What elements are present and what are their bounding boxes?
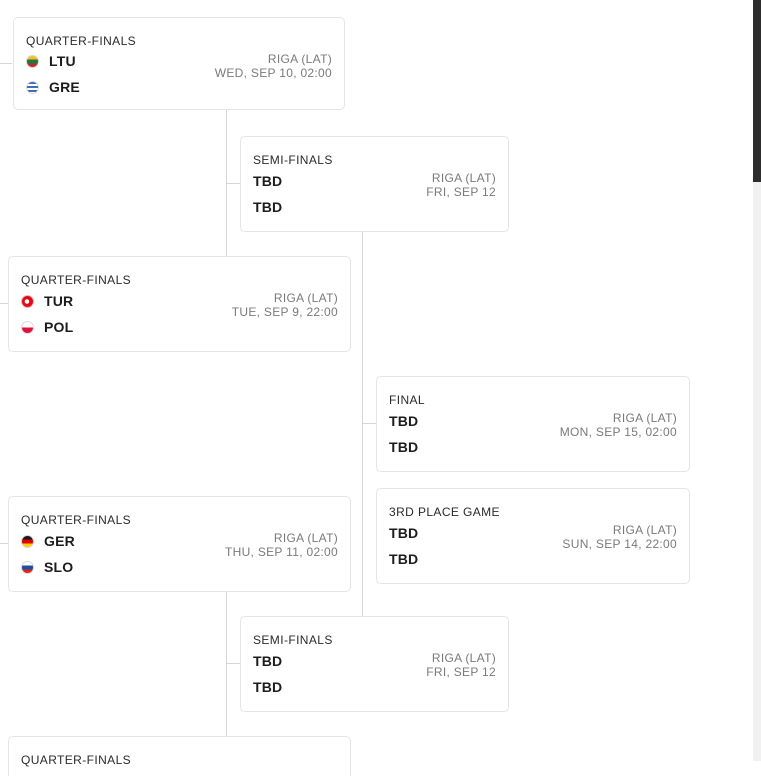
date-text: TUE, SEP 9, 22:00 bbox=[231, 305, 338, 319]
date-text: FRI, SEP 12 bbox=[426, 665, 496, 679]
match-card-quarterfinal-4[interactable]: QUARTER-FINALS bbox=[8, 736, 351, 776]
team-name: TBD bbox=[253, 173, 283, 189]
lithuania-flag-icon bbox=[26, 54, 39, 68]
match-card-third-place[interactable]: 3RD PLACE GAME TBD TBD RIGA (LAT) SUN, S… bbox=[376, 488, 690, 584]
team-row: POL bbox=[21, 318, 73, 336]
team-row: TBD bbox=[389, 412, 418, 430]
round-label: SEMI-FINALS bbox=[253, 153, 333, 167]
team-row: TBD bbox=[389, 550, 418, 568]
connector-line bbox=[0, 303, 8, 304]
team-row: TBD bbox=[253, 172, 282, 190]
slovenia-flag-icon bbox=[21, 560, 34, 574]
connector-line bbox=[226, 663, 240, 664]
team-row: TBD bbox=[253, 198, 282, 216]
round-label: SEMI-FINALS bbox=[253, 633, 333, 647]
date-text: FRI, SEP 12 bbox=[426, 185, 496, 199]
scrollbar-thumb[interactable] bbox=[753, 0, 761, 182]
team-row: TBD bbox=[253, 678, 282, 696]
date-text: THU, SEP 11, 02:00 bbox=[224, 545, 338, 559]
match-info: RIGA (LAT) SUN, SEP 14, 22:00 bbox=[562, 523, 677, 551]
team-row: TBD bbox=[389, 524, 418, 542]
connector-line bbox=[226, 183, 240, 184]
connector-line bbox=[0, 63, 12, 64]
connector-line bbox=[362, 423, 376, 424]
team-row: TBD bbox=[253, 652, 282, 670]
match-info: RIGA (LAT) TUE, SEP 9, 22:00 bbox=[232, 291, 338, 319]
team-name: SLO bbox=[44, 559, 74, 575]
match-card-quarterfinal-ltu-gre[interactable]: QUARTER-FINALS LTU GRE RIGA (LAT) WED, S… bbox=[13, 17, 345, 110]
round-label: QUARTER-FINALS bbox=[21, 273, 132, 287]
team-row: GRE bbox=[26, 78, 80, 96]
team-row: SLO bbox=[21, 558, 73, 576]
venue-text: RIGA (LAT) bbox=[273, 531, 338, 545]
match-info: RIGA (LAT) WED, SEP 10, 02:00 bbox=[215, 52, 332, 80]
team-name: GER bbox=[44, 533, 75, 549]
team-name: TBD bbox=[253, 653, 283, 669]
round-label: QUARTER-FINALS bbox=[21, 513, 132, 527]
match-info: RIGA (LAT) MON, SEP 15, 02:00 bbox=[560, 411, 677, 439]
venue-text: RIGA (LAT) bbox=[267, 52, 332, 66]
turkey-flag-icon bbox=[21, 294, 34, 308]
date-text: WED, SEP 10, 02:00 bbox=[214, 66, 332, 80]
greece-flag-icon bbox=[26, 80, 39, 94]
round-label: QUARTER-FINALS bbox=[21, 753, 132, 767]
round-label: FINAL bbox=[389, 393, 426, 407]
team-name: LTU bbox=[49, 53, 76, 69]
team-name: TUR bbox=[44, 293, 74, 309]
match-card-quarterfinal-ger-slo[interactable]: QUARTER-FINALS GER SLO RIGA (LAT) THU, S… bbox=[8, 496, 351, 592]
match-card-semifinal-2[interactable]: SEMI-FINALS TBD TBD RIGA (LAT) FRI, SEP … bbox=[240, 616, 509, 712]
team-name: TBD bbox=[389, 551, 419, 567]
venue-text: RIGA (LAT) bbox=[273, 291, 338, 305]
venue-text: RIGA (LAT) bbox=[612, 411, 677, 425]
team-row: TUR bbox=[21, 292, 73, 310]
team-name: TBD bbox=[389, 525, 419, 541]
team-row: TBD bbox=[389, 438, 418, 456]
team-name: TBD bbox=[253, 679, 283, 695]
match-card-final[interactable]: FINAL TBD TBD RIGA (LAT) MON, SEP 15, 02… bbox=[376, 376, 690, 472]
venue-text: RIGA (LAT) bbox=[431, 171, 496, 185]
venue-text: RIGA (LAT) bbox=[431, 651, 496, 665]
germany-flag-icon bbox=[21, 534, 34, 548]
scrollbar-track[interactable] bbox=[753, 0, 761, 761]
match-card-semifinal-1[interactable]: SEMI-FINALS TBD TBD RIGA (LAT) FRI, SEP … bbox=[240, 136, 509, 232]
team-name: TBD bbox=[389, 439, 419, 455]
date-text: MON, SEP 15, 02:00 bbox=[559, 425, 677, 439]
connector-line bbox=[226, 592, 227, 736]
date-text: SUN, SEP 14, 22:00 bbox=[562, 537, 677, 551]
match-card-quarterfinal-tur-pol[interactable]: QUARTER-FINALS TUR POL RIGA (LAT) TUE, S… bbox=[8, 256, 351, 352]
team-row: LTU bbox=[26, 52, 76, 70]
team-name: TBD bbox=[253, 199, 283, 215]
team-name: POL bbox=[44, 319, 74, 335]
team-name: TBD bbox=[389, 413, 419, 429]
team-name: GRE bbox=[49, 79, 80, 95]
poland-flag-icon bbox=[21, 320, 34, 334]
venue-text: RIGA (LAT) bbox=[612, 523, 677, 537]
round-label: QUARTER-FINALS bbox=[26, 34, 137, 48]
connector-line bbox=[362, 232, 363, 616]
round-label: 3RD PLACE GAME bbox=[389, 505, 500, 519]
match-info: RIGA (LAT) FRI, SEP 12 bbox=[426, 171, 496, 199]
team-row: GER bbox=[21, 532, 75, 550]
match-info: RIGA (LAT) THU, SEP 11, 02:00 bbox=[225, 531, 338, 559]
match-info: RIGA (LAT) FRI, SEP 12 bbox=[426, 651, 496, 679]
connector-line bbox=[0, 543, 8, 544]
